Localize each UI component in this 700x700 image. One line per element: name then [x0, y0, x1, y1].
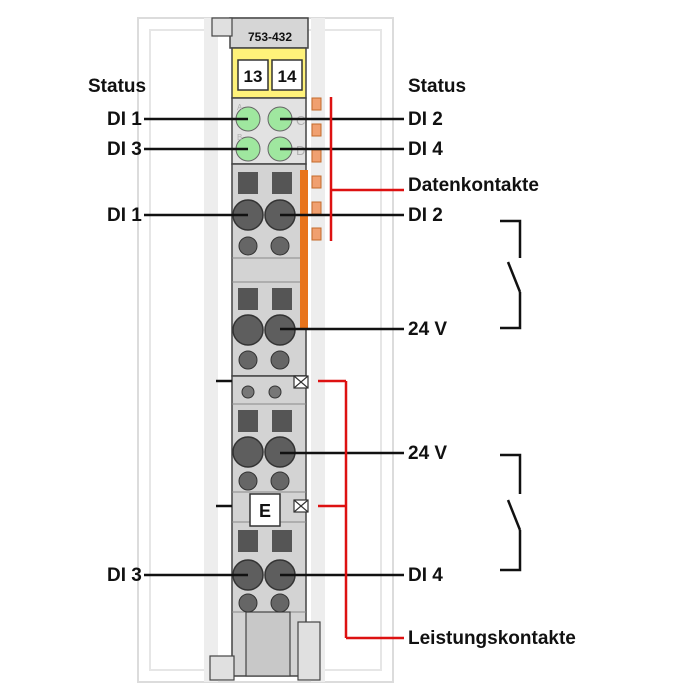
label-di1-status: DI 1 — [107, 109, 142, 130]
model-number: 753-432 — [248, 30, 292, 44]
switch-symbol-upper — [500, 219, 522, 330]
led-letter-b: B — [237, 133, 242, 142]
wire-sockets — [232, 199, 296, 613]
datenkontakte-bracket — [329, 97, 404, 241]
leader-lines — [144, 117, 404, 577]
label-24v-upper: 24 V — [408, 319, 447, 340]
label-datenkontakte: Datenkontakte — [408, 175, 539, 196]
label-di3-input: DI 3 — [107, 565, 142, 586]
marker-e-label: E — [259, 501, 271, 521]
label-status-left: Status — [88, 76, 146, 97]
marker-e-box — [249, 493, 281, 527]
channel-13-label: 13 — [244, 67, 263, 86]
label-di2-input: DI 2 — [408, 205, 443, 226]
label-status-right: Status — [408, 76, 466, 97]
release-tabs — [238, 172, 292, 552]
channel-14-label: 14 — [278, 67, 297, 86]
led-letter-d: D — [296, 143, 305, 158]
power-contact-strip — [300, 170, 308, 330]
label-di4-input: DI 4 — [408, 565, 443, 586]
leistungskontakte-bracket — [318, 379, 404, 640]
label-di2-status: DI 2 — [408, 109, 443, 130]
led-letter-a: A — [237, 103, 243, 112]
label-di1-input: DI 1 — [107, 205, 142, 226]
led-letter-c: C — [296, 113, 305, 128]
power-jumper-contacts — [293, 375, 309, 513]
data-contacts — [311, 97, 322, 241]
channel-marker — [237, 59, 303, 91]
label-di4-status: DI 4 — [408, 139, 443, 160]
label-24v-lower: 24 V — [408, 443, 447, 464]
label-di3-status: DI 3 — [107, 139, 142, 160]
switch-symbol-lower — [500, 453, 522, 572]
label-leistungskontakte: Leistungskontakte — [408, 628, 576, 649]
